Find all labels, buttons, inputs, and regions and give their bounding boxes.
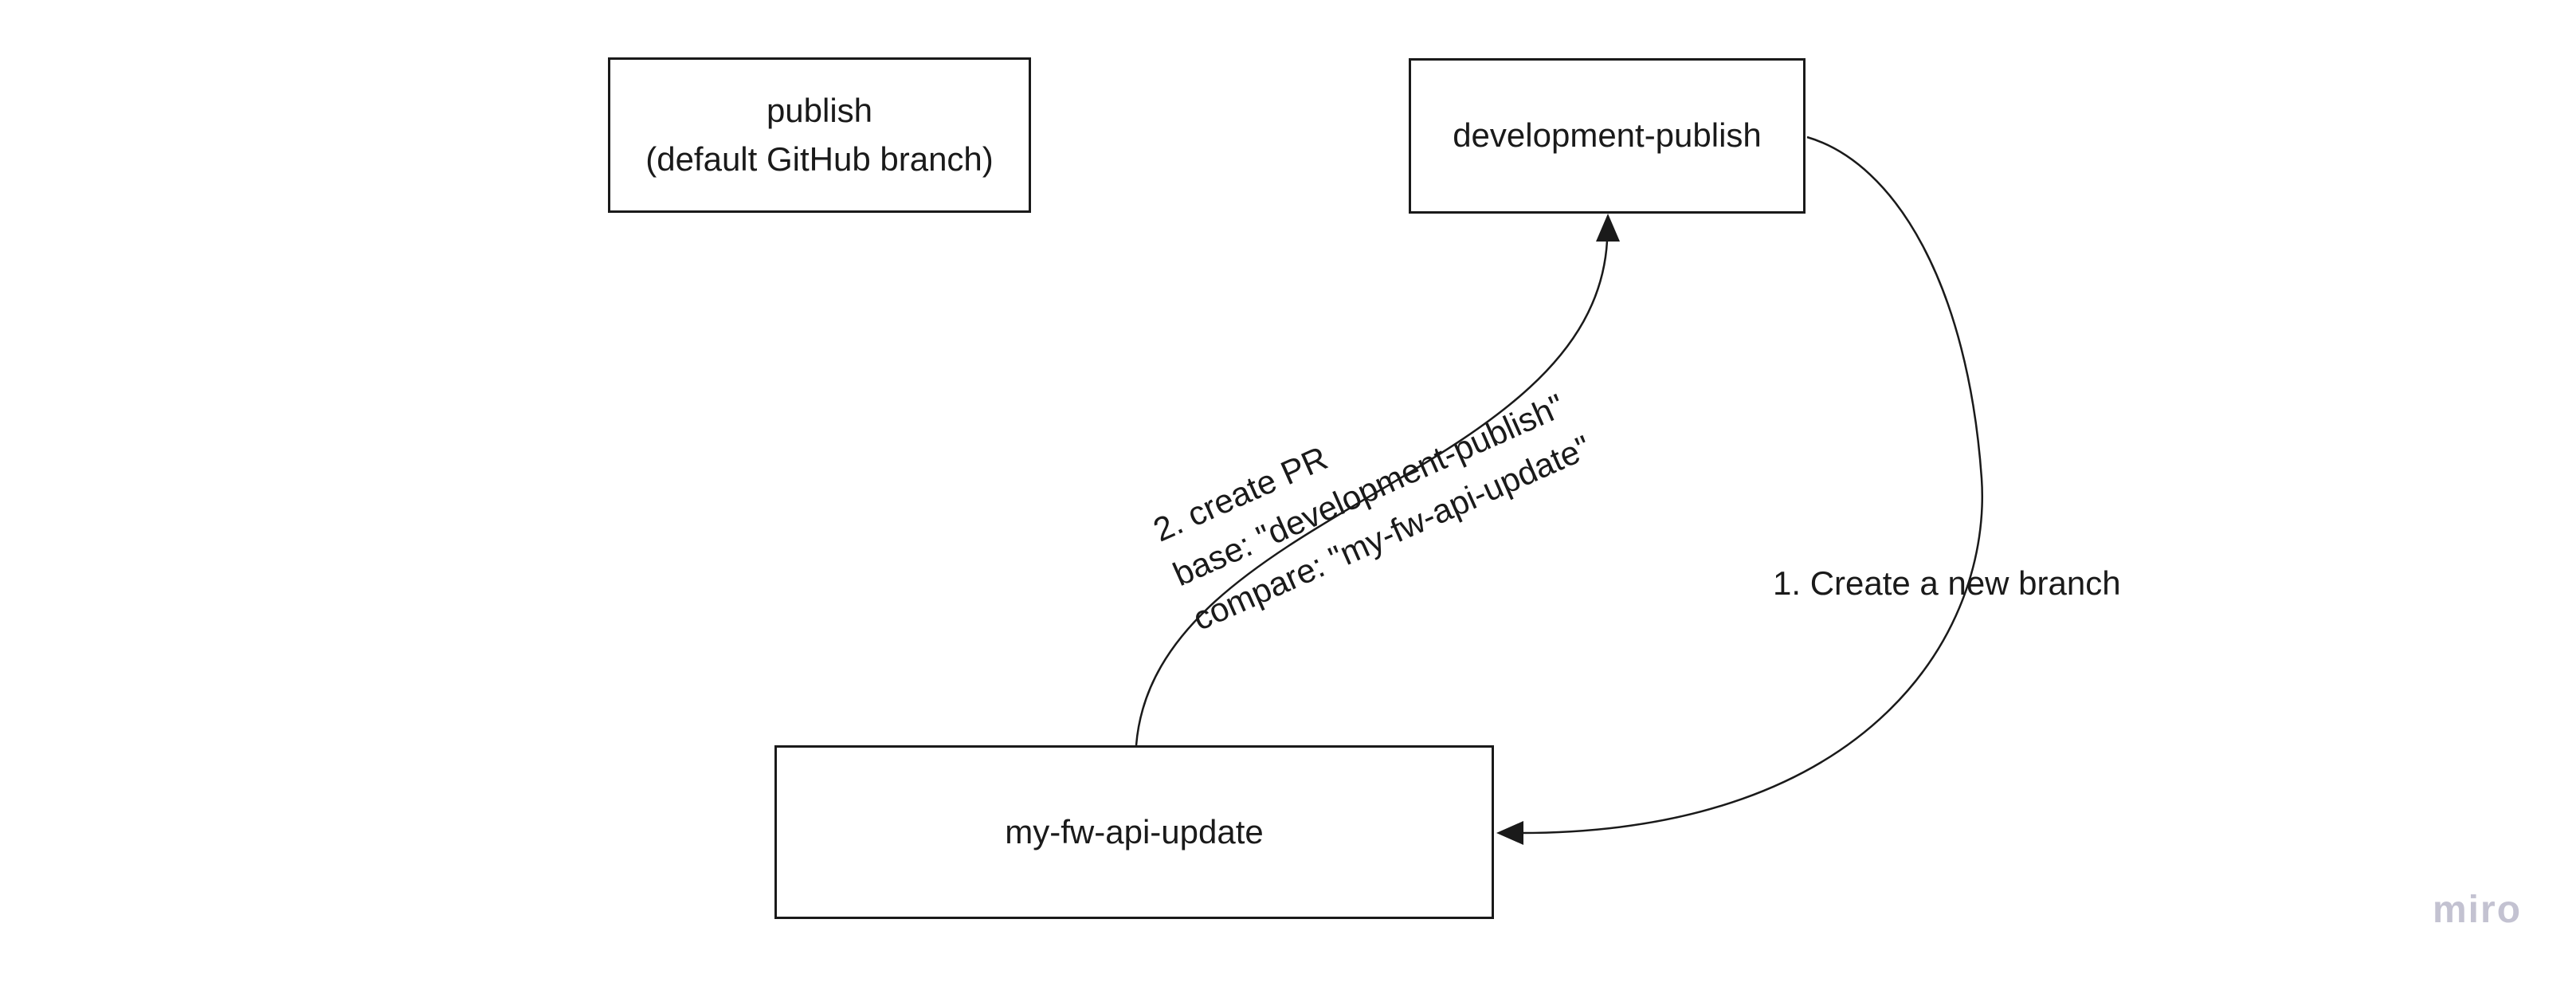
edge-create-pr-curve bbox=[1135, 240, 1609, 746]
node-publish-label-line2: (default GitHub branch) bbox=[645, 139, 994, 178]
edge-create-branch-arrowhead bbox=[1496, 821, 1523, 845]
node-development-publish-label: development-publish bbox=[1453, 116, 1762, 155]
node-my-fw-api-update-label: my-fw-api-update bbox=[1005, 812, 1264, 850]
node-publish-default-branch[interactable]: publish (default GitHub branch) bbox=[608, 57, 1031, 213]
edge-label-create-branch: 1. Create a new branch bbox=[1773, 564, 2121, 602]
miro-watermark: miro bbox=[2433, 889, 2523, 931]
edge-create-pr-arrowhead bbox=[1596, 214, 1620, 242]
edge-create-branch-curve bbox=[1519, 136, 1983, 835]
node-development-publish[interactable]: development-publish bbox=[1409, 58, 1806, 214]
node-publish-label-line1: publish bbox=[766, 91, 873, 129]
edge-create-pr bbox=[1135, 214, 1620, 746]
edge-create-branch bbox=[1496, 136, 1983, 845]
node-my-fw-api-update[interactable]: my-fw-api-update bbox=[774, 745, 1494, 919]
